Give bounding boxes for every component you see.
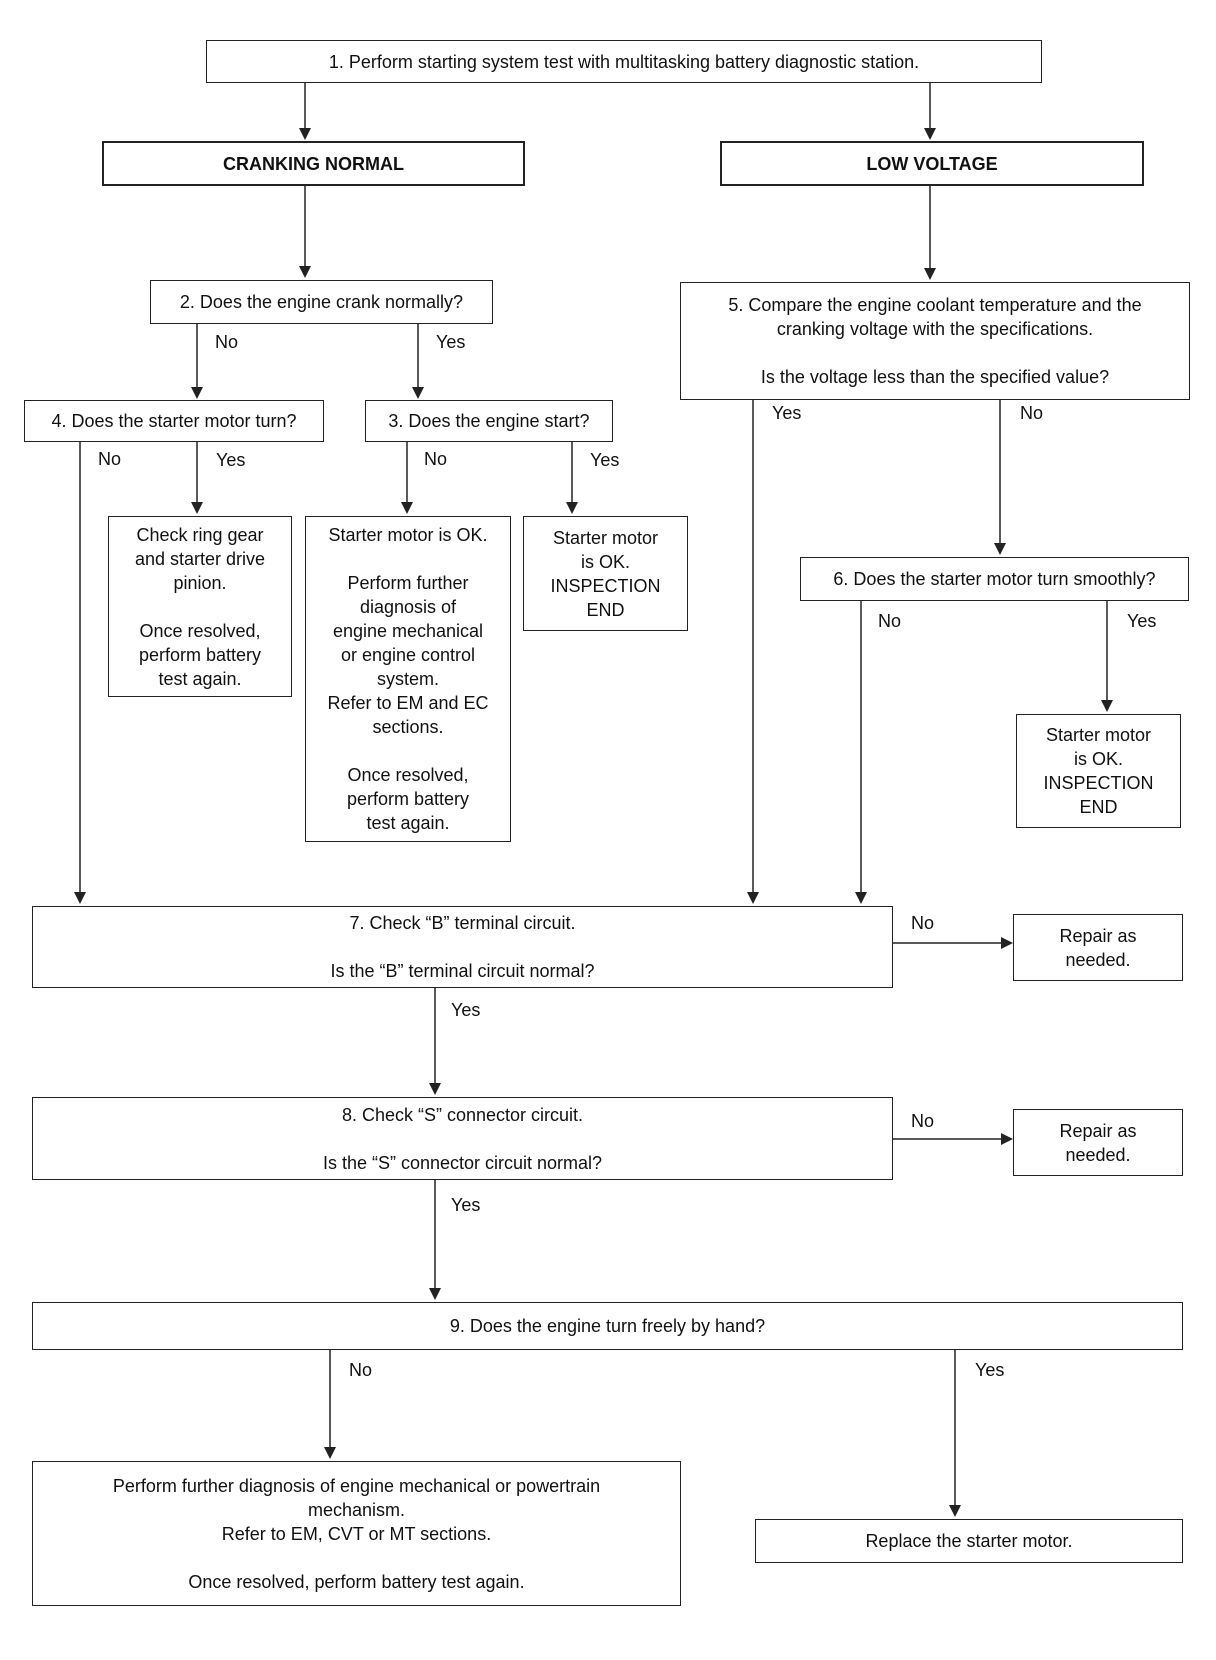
repair-b-box: Repair as needed. (1013, 1109, 1183, 1176)
step-9-box: 9. Does the engine turn freely by hand? (32, 1302, 1183, 1350)
starter-ok-end-b-line2: is OK. (1073, 749, 1123, 769)
ring-gear-line1: Check ring gear (136, 524, 264, 545)
label-7-yes: Yes (451, 1000, 481, 1020)
starter-ok-further-line3: diagnosis of (359, 597, 457, 617)
label-5-yes: Yes (772, 403, 802, 423)
starter-ok-end-a-line2: is OK. (580, 551, 630, 572)
label-3-no: No (424, 449, 448, 469)
step-6-text: 6. Does the starter motor turn smoothly? (833, 569, 1156, 589)
starter-ok-further-line4: engine mechanical (332, 621, 484, 641)
step-1-box: 1. Perform starting system test with mul… (206, 40, 1042, 83)
step-4-box: 4. Does the starter motor turn? (24, 400, 324, 442)
label-6-no: No (878, 611, 902, 631)
ring-gear-line4: Once resolved, (139, 620, 261, 641)
label-9-yes: Yes (975, 1360, 1005, 1380)
step-3-box: 3. Does the engine start? (365, 400, 613, 442)
starter-ok-further-line6: system. (376, 669, 439, 689)
starter-ok-end-b-line3: INSPECTION (1043, 773, 1154, 793)
replace-box: Replace the starter motor. (755, 1519, 1183, 1563)
step-6-box: 6. Does the starter motor turn smoothly? (800, 557, 1189, 601)
step-1-text: 1. Perform starting system test with mul… (328, 51, 920, 72)
step-7-box: 7. Check “B” terminal circuit. Is the “B… (32, 906, 893, 988)
ring-gear-line6: test again. (158, 668, 242, 689)
repair-a-line1: Repair as (1059, 925, 1137, 946)
starter-ok-further-line5: or engine control (340, 645, 476, 665)
step-8-line1: 8. Check “S” connector circuit. (341, 1104, 584, 1125)
starter-ok-end-b-line4: END (1079, 797, 1118, 817)
step-8-line2: Is the “S” connector circuit normal? (322, 1152, 603, 1173)
step-5-line1: 5. Compare the engine coolant temperatur… (728, 295, 1142, 315)
low-voltage-box: LOW VOLTAGE (720, 141, 1144, 186)
powertrain-line3: Refer to EM, CVT or MT sections. (221, 1523, 492, 1544)
powertrain-line2: mechanism. (307, 1499, 406, 1520)
label-2-no: No (215, 332, 239, 352)
starter-ok-end-b-box: Starter motor is OK. INSPECTION END (1016, 714, 1181, 828)
ring-gear-line3: pinion. (173, 572, 227, 593)
step-5-line2: cranking voltage with the specifications… (776, 319, 1094, 339)
starter-ok-end-b-line1: Starter motor (1045, 725, 1151, 745)
label-9-no: No (349, 1360, 373, 1380)
starter-ok-further-line2: Perform further (347, 573, 469, 593)
starter-ok-end-a-line1: Starter motor (552, 527, 658, 548)
starter-ok-further-line11: test again. (366, 813, 450, 833)
step-8-box: 8. Check “S” connector circuit. Is the “… (32, 1097, 893, 1180)
replace-text: Replace the starter motor. (865, 1531, 1073, 1551)
label-8-yes: Yes (451, 1195, 481, 1215)
starter-ok-further-line7: Refer to EM and EC (327, 693, 489, 713)
step-7-line1: 7. Check “B” terminal circuit. (349, 913, 576, 933)
step-2-text: 2. Does the engine crank normally? (179, 292, 464, 312)
repair-a-box: Repair as needed. (1013, 914, 1183, 981)
powertrain-line1: Perform further diagnosis of engine mech… (112, 1475, 601, 1496)
starter-ok-further-box: Starter motor is OK. Perform further dia… (305, 516, 511, 842)
starter-ok-further-line1: Starter motor is OK. (328, 525, 488, 545)
cranking-normal-box: CRANKING NORMAL (102, 141, 525, 186)
label-8-no: No (911, 1111, 935, 1131)
step-2-box: 2. Does the engine crank normally? (150, 280, 493, 324)
ring-gear-line2: and starter drive (134, 548, 266, 569)
cranking-normal-text: CRANKING NORMAL (223, 153, 404, 174)
step-3-text: 3. Does the engine start? (388, 411, 590, 431)
low-voltage-text: LOW VOLTAGE (866, 153, 998, 174)
label-3-yes: Yes (590, 450, 620, 470)
starter-ok-further-line8: sections. (372, 717, 444, 737)
starter-ok-end-a-line4: END (586, 599, 625, 620)
label-5-no: No (1020, 403, 1044, 423)
ring-gear-box: Check ring gear and starter drive pinion… (108, 516, 292, 697)
powertrain-line4: Once resolved, perform battery test agai… (188, 1571, 525, 1592)
repair-a-line2: needed. (1065, 949, 1131, 970)
step-4-text: 4. Does the starter motor turn? (51, 411, 297, 431)
repair-b-line1: Repair as (1059, 1120, 1137, 1141)
starter-ok-further-line9: Once resolved, (347, 765, 469, 785)
powertrain-box: Perform further diagnosis of engine mech… (32, 1461, 681, 1606)
ring-gear-line5: perform battery (138, 644, 262, 665)
repair-b-line2: needed. (1065, 1144, 1131, 1165)
label-4-yes: Yes (216, 450, 246, 470)
label-4-no: No (98, 449, 122, 469)
starter-ok-end-a-line3: INSPECTION (550, 575, 661, 596)
starter-ok-end-a-box: Starter motor is OK. INSPECTION END (523, 516, 688, 631)
label-2-yes: Yes (436, 332, 466, 352)
label-7-no: No (911, 913, 935, 933)
starter-ok-further-line10: perform battery (346, 789, 470, 809)
label-6-yes: Yes (1127, 611, 1157, 631)
step-5-box: 5. Compare the engine coolant temperatur… (680, 282, 1190, 400)
step-9-text: 9. Does the engine turn freely by hand? (449, 1316, 766, 1336)
step-5-line3: Is the voltage less than the specified v… (760, 367, 1110, 387)
step-7-line2: Is the “B” terminal circuit normal? (330, 961, 595, 981)
